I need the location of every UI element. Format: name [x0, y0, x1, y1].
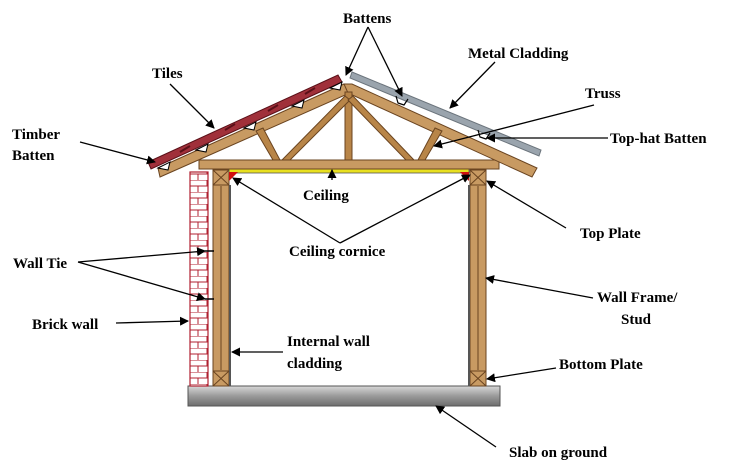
label-slab-on-ground: Slab on ground	[509, 445, 608, 461]
label-timber-batten-line1: Timber	[12, 127, 60, 143]
label-timber-batten-line2: Batten	[12, 148, 55, 164]
slab-on-ground	[187, 385, 501, 407]
roof-tiles	[147, 74, 343, 170]
label-top-plate: Top Plate	[580, 226, 641, 242]
label-ceiling: Ceiling	[303, 188, 349, 204]
ceiling-lining	[228, 168, 470, 174]
label-internal-cladding-line1: Internal wall	[287, 334, 370, 350]
left-wall-frame	[212, 169, 231, 387]
label-ceiling-cornice: Ceiling cornice	[289, 244, 386, 260]
label-battens: Battens	[343, 11, 391, 27]
leader-lines	[77, 26, 608, 448]
label-metal-cladding: Metal Cladding	[468, 46, 569, 62]
brick-wall	[189, 171, 209, 387]
label-truss: Truss	[585, 86, 621, 102]
label-internal-cladding-line2: cladding	[287, 356, 343, 372]
ceiling-cornice-left	[229, 172, 238, 181]
label-tiles: Tiles	[152, 66, 183, 82]
truss-webs	[255, 91, 443, 161]
label-bottom-plate: Bottom Plate	[559, 357, 643, 373]
label-tophat-batten: Top-hat Batten	[610, 131, 707, 147]
label-wall-tie: Wall Tie	[13, 256, 67, 272]
truss-bottom-chord	[198, 159, 500, 170]
label-brick-wall: Brick wall	[32, 317, 98, 333]
timber-battens	[156, 81, 343, 171]
label-wall-frame-line1: Wall Frame/	[597, 290, 678, 306]
right-wall-frame	[468, 169, 487, 387]
label-wall-frame-line2: Stud	[621, 312, 652, 328]
